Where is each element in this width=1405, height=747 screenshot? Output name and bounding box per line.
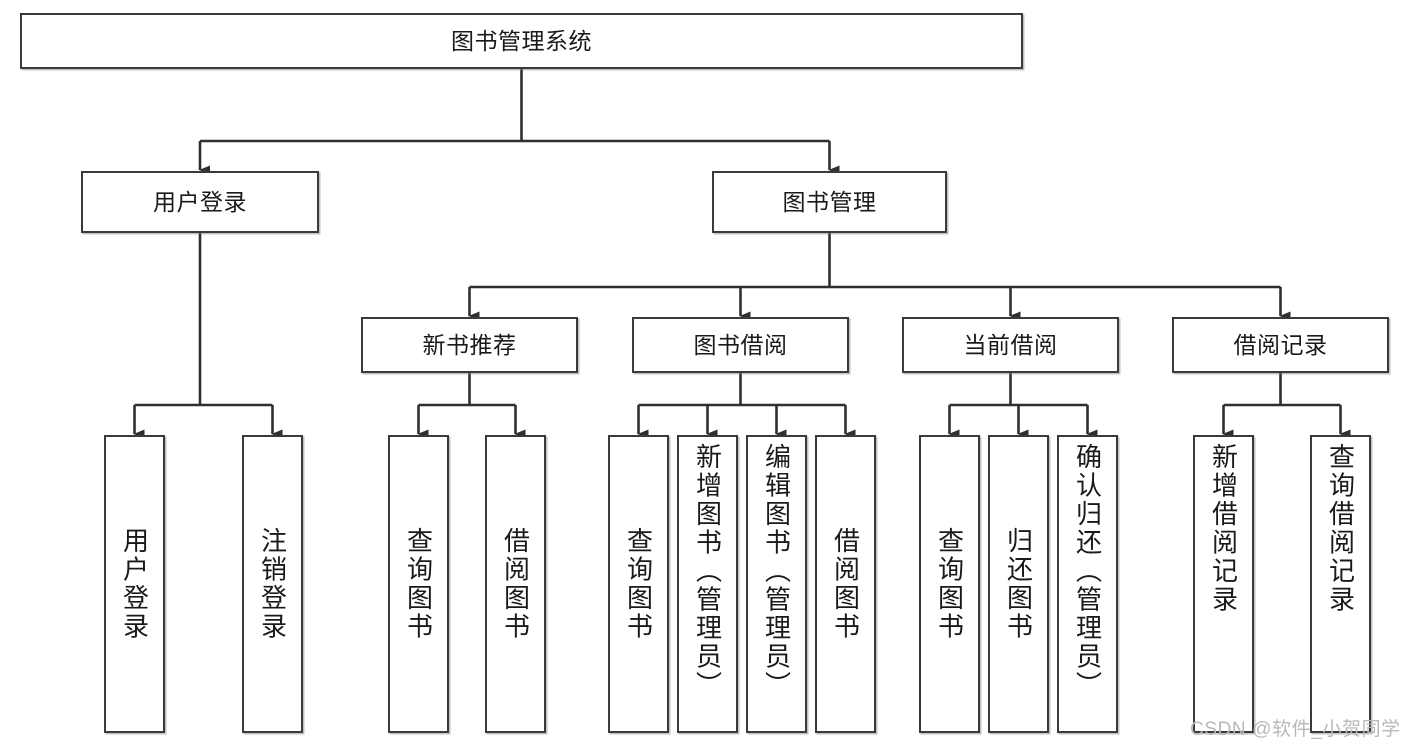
node-leaf-2[interactable]: 注销登录	[242, 435, 303, 733]
node-book-borrow[interactable]: 图书借阅	[632, 317, 849, 373]
node-leaf-13[interactable]: 查询借阅记录	[1310, 435, 1371, 733]
node-label: 借阅记录	[1233, 331, 1328, 358]
node-label: 查询图书	[403, 527, 434, 641]
node-current-borrow[interactable]: 当前借阅	[902, 317, 1119, 373]
node-label: 用户登录	[119, 527, 150, 641]
node-leaf-8[interactable]: 借阅图书	[815, 435, 876, 733]
node-label: 注销登录	[257, 527, 288, 641]
node-leaf-3[interactable]: 查询图书	[388, 435, 449, 733]
node-leaf-5[interactable]: 查询图书	[608, 435, 669, 733]
node-label: 查询图书	[934, 527, 965, 641]
node-label: 图书借阅	[693, 331, 788, 358]
node-label: 新书推荐	[422, 331, 517, 358]
node-leaf-1[interactable]: 用户登录	[104, 435, 165, 733]
node-leaf-11[interactable]: 确认归还（管理员）	[1057, 435, 1118, 733]
node-root[interactable]: 图书管理系统	[20, 13, 1023, 69]
node-label: 用户登录	[153, 188, 247, 215]
node-leaf-9[interactable]: 查询图书	[919, 435, 980, 733]
node-leaf-6[interactable]: 新增图书（管理员）	[677, 435, 738, 733]
node-label: 当前借阅	[963, 331, 1058, 358]
node-label: 查询借阅记录	[1325, 443, 1356, 614]
node-book-manage[interactable]: 图书管理	[712, 171, 947, 233]
node-leaf-4[interactable]: 借阅图书	[485, 435, 546, 733]
node-label: 归还图书	[1003, 527, 1034, 641]
node-leaf-7[interactable]: 编辑图书（管理员）	[746, 435, 807, 733]
node-label: 图书管理系统	[451, 27, 592, 54]
node-label: 编辑图书（管理员）	[761, 443, 792, 700]
node-label: 图书管理	[782, 188, 877, 215]
node-label: 新增图书（管理员）	[692, 443, 723, 700]
node-label: 借阅图书	[500, 527, 531, 641]
node-new-book-rec[interactable]: 新书推荐	[361, 317, 578, 373]
node-leaf-12[interactable]: 新增借阅记录	[1193, 435, 1254, 733]
node-label: 查询图书	[623, 527, 654, 641]
node-borrow-record[interactable]: 借阅记录	[1172, 317, 1389, 373]
node-label: 借阅图书	[830, 527, 861, 641]
node-label: 确认归还（管理员）	[1072, 443, 1103, 700]
node-user-login[interactable]: 用户登录	[81, 171, 319, 233]
node-leaf-10[interactable]: 归还图书	[988, 435, 1049, 733]
node-label: 新增借阅记录	[1208, 443, 1239, 614]
